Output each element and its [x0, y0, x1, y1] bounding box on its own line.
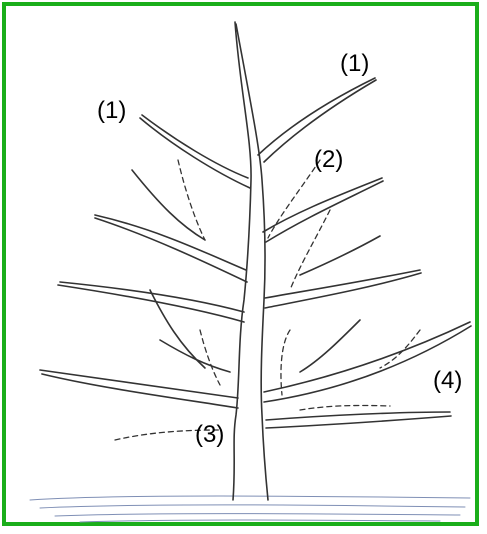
label-1-top-right: (1) [340, 52, 369, 76]
label-4: (4) [433, 369, 462, 393]
label-2: (2) [314, 148, 343, 172]
trunk [233, 22, 268, 500]
dashed-pruning-lines [115, 160, 420, 440]
label-1-top-left: (1) [97, 99, 126, 123]
label-3: (3) [195, 423, 224, 447]
ground [30, 496, 470, 522]
